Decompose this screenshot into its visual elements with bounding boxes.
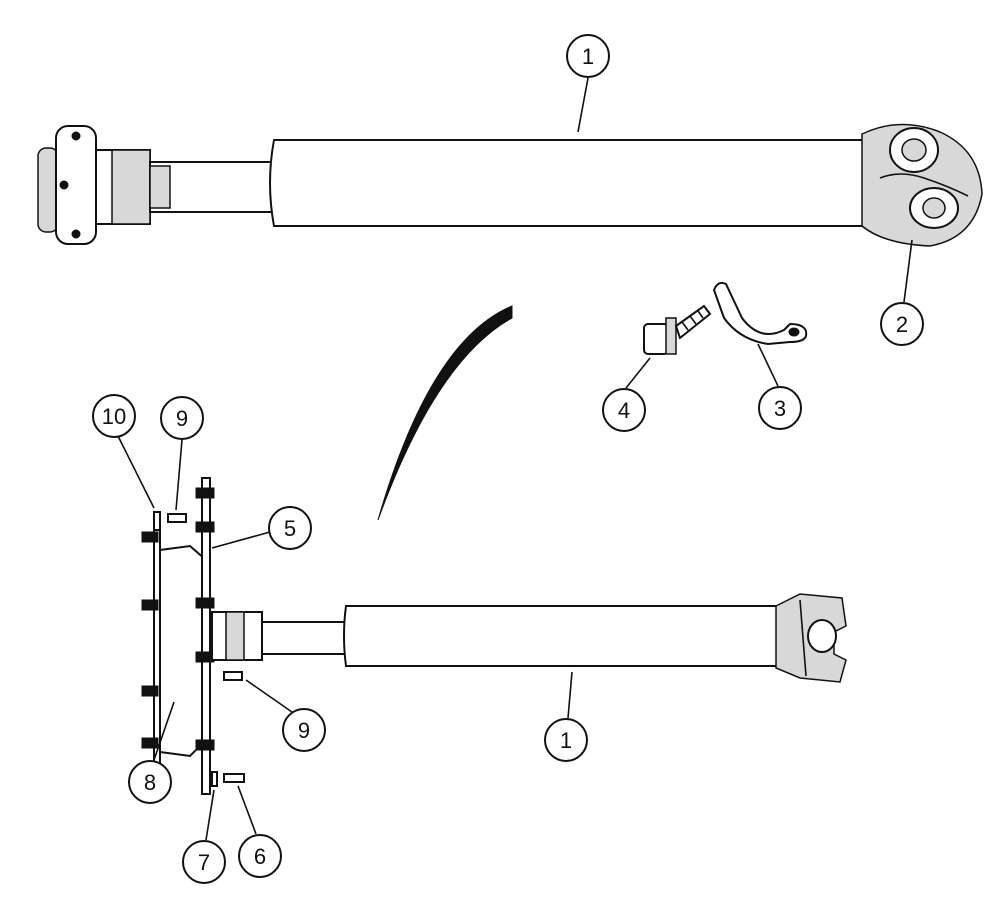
upper-tube [269,139,867,227]
upper-slip-collar [149,165,171,209]
lower-slip-shaft [261,621,351,655]
bolt-6 [223,773,245,783]
inner-plate [201,477,211,795]
lower-yoke [775,593,847,683]
callout-label: 10 [102,404,126,429]
flange-bolt-hole [71,229,81,239]
callout-1-top: 1 [566,34,610,78]
bolt-9-bottom [223,671,243,681]
callout-9-bottom: 9 [282,708,326,752]
center-bolt [643,304,712,355]
callout-9-top: 9 [160,396,204,440]
flange-bolt-hole [71,131,81,141]
callout-label: 3 [774,396,786,421]
callout-label: 1 [560,728,572,753]
lower-tube [343,605,785,667]
callout-4: 4 [602,388,646,432]
bearing-strap [712,281,808,346]
callout-label: 7 [198,850,210,875]
callout-label: 5 [284,516,296,541]
shim-10 [153,511,161,531]
callout-7: 7 [182,840,226,884]
callout-label: 9 [176,406,188,431]
callout-2: 2 [880,302,924,346]
callout-3: 3 [758,386,802,430]
callout-label: 1 [582,44,594,69]
callout-label: 2 [896,312,908,337]
lower-hub-shading [225,611,245,661]
flange-bolt-hole [59,180,69,190]
callout-10: 10 [92,394,136,438]
callout-label: 8 [144,770,156,795]
flange-bolts [141,487,215,751]
callout-1-bottom: 1 [544,718,588,762]
bolt-9-top [167,513,187,523]
callout-8: 8 [128,760,172,804]
upper-drive-shaft [37,123,983,247]
callout-6: 6 [238,834,282,878]
callout-label: 9 [298,718,310,743]
callout-label: 4 [618,398,630,423]
callout-5: 5 [268,506,312,550]
upper-hub-shading [111,149,151,225]
frame-curve [377,305,513,521]
upper-u-joint [861,123,983,247]
washer-7 [211,771,218,787]
callout-label: 6 [254,844,266,869]
leader-lines [117,77,913,841]
lower-drive-shaft [141,477,847,795]
